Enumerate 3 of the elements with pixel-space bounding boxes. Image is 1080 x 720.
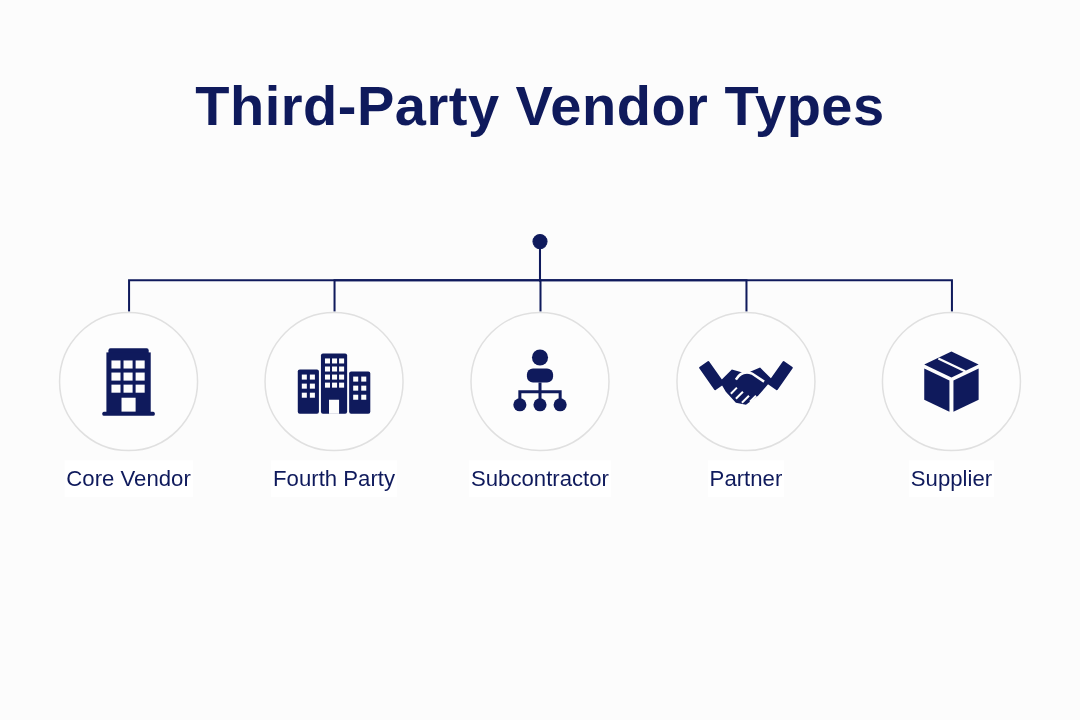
connector bbox=[539, 248, 953, 312]
node-circle bbox=[532, 234, 548, 250]
title: Third-Party Vendor Types bbox=[195, 74, 885, 139]
